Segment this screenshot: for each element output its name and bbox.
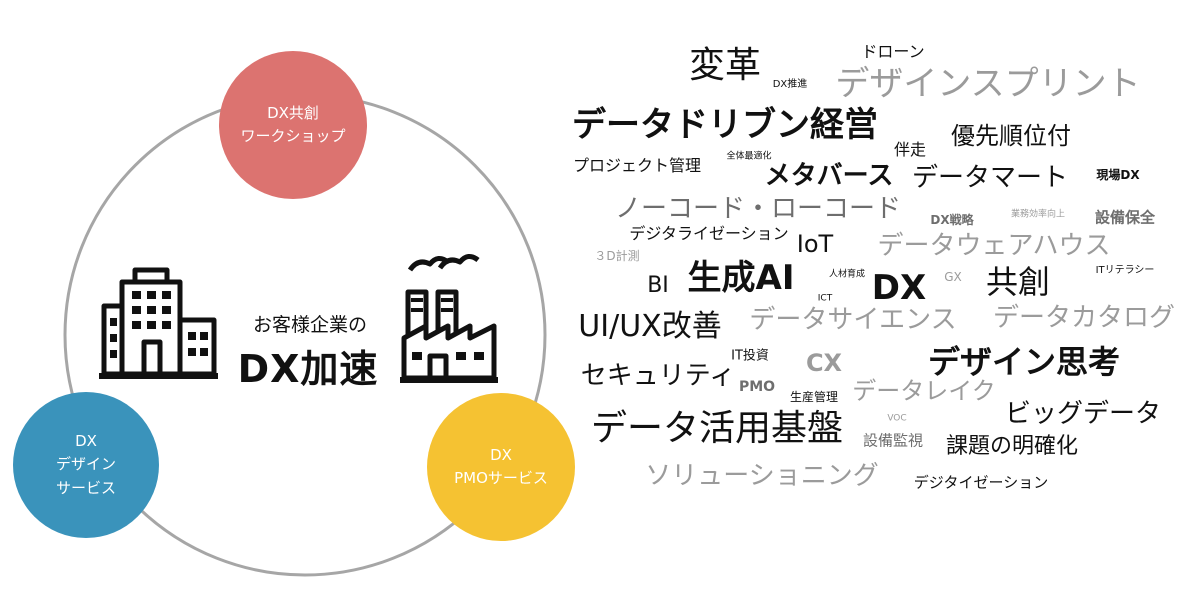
word-cloud-term: データサイエンス [749, 305, 957, 335]
word-cloud-term: ノーコード・ローコード [614, 194, 902, 224]
word-cloud-term: DX戦略 [930, 213, 974, 227]
word-cloud-term: 課題の明確化 [945, 434, 1079, 459]
design-line2: デザイン [55, 455, 116, 474]
word-cloud-term: セキュリティ [580, 361, 736, 391]
word-cloud-term: UI/UX改善 [578, 309, 722, 344]
factory-icon [400, 254, 498, 383]
word-cloud-term: データカタログ [992, 303, 1176, 333]
word-cloud-term: デザイン思考 [927, 343, 1121, 381]
word-cloud-term: DX [871, 268, 927, 308]
dx-design-service-bubble: DX デザイン サービス [13, 392, 159, 538]
word-cloud-term: IT投資 [731, 348, 769, 364]
word-cloud-term: VOC [887, 413, 907, 424]
word-cloud-term: ITリテラシー [1095, 265, 1155, 276]
word-cloud-term: 伴走 [893, 140, 927, 159]
word-cloud-term: 変革 [688, 45, 762, 86]
word-cloud-term: 全体最適化 [726, 151, 772, 162]
word-cloud-term: データドリブン経営 [572, 105, 878, 145]
word-cloud-term: ３D計測 [594, 249, 640, 263]
word-cloud-term: プロジェクト管理 [572, 156, 702, 175]
word-cloud-term: IoT [796, 230, 834, 258]
office-building-icon [99, 267, 218, 379]
word-cloud-term: デジタイゼーション [913, 473, 1049, 492]
word-cloud-term: 人材育成 [828, 269, 866, 280]
word-cloud-term: デジタライゼーション [629, 224, 789, 243]
word-cloud-term: PMO [738, 379, 776, 395]
center-title: DX加速 [237, 347, 379, 391]
word-cloud-term: 設備監視 [862, 431, 924, 450]
dx-cocreation-workshop-bubble: DX共創 ワークショップ [219, 51, 367, 199]
word-cloud-term: データ活用基盤 [590, 408, 844, 449]
dx-pmo-service-bubble: DX PMOサービス [427, 393, 575, 541]
word-cloud-term: ドローン [861, 42, 925, 61]
word-cloud-term: 業務効率向上 [1010, 209, 1066, 220]
cocreation-line1: DX共創 [267, 103, 319, 122]
cocreation-line2: ワークショップ [240, 127, 346, 145]
word-cloud-term: ソリューショニング [645, 461, 879, 491]
word-cloud-term: メタバース [764, 161, 894, 191]
center-subtitle: お客様企業の [252, 314, 367, 336]
pmo-line2: PMOサービス [454, 469, 548, 487]
word-cloud-term: DX推進 [772, 79, 808, 90]
word-cloud-term: 生成AI [687, 258, 795, 298]
design-line1: DX [75, 432, 97, 451]
word-cloud-term: CX [805, 349, 843, 377]
word-cloud-term: デザインスプリント [835, 64, 1141, 104]
word-cloud-term: ICT [817, 293, 833, 304]
word-cloud-term: ビッグデータ [1004, 399, 1162, 429]
word-cloud-term: データレイク [852, 377, 996, 405]
word-cloud-term: GX [944, 270, 962, 284]
word-cloud-term: 現場DX [1096, 168, 1140, 182]
pmo-line1: DX [490, 445, 512, 464]
word-cloud-term: 生産管理 [789, 390, 839, 404]
word-cloud-term: 優先順位付 [951, 122, 1071, 150]
word-cloud-term: データウェアハウス [877, 231, 1111, 261]
word-cloud-term: 共創 [985, 263, 1051, 301]
word-cloud-term: 設備保全 [1094, 208, 1156, 227]
word-cloud-term: データマート [911, 163, 1069, 193]
design-line3: サービス [55, 478, 116, 497]
word-cloud-term: BI [647, 273, 669, 298]
